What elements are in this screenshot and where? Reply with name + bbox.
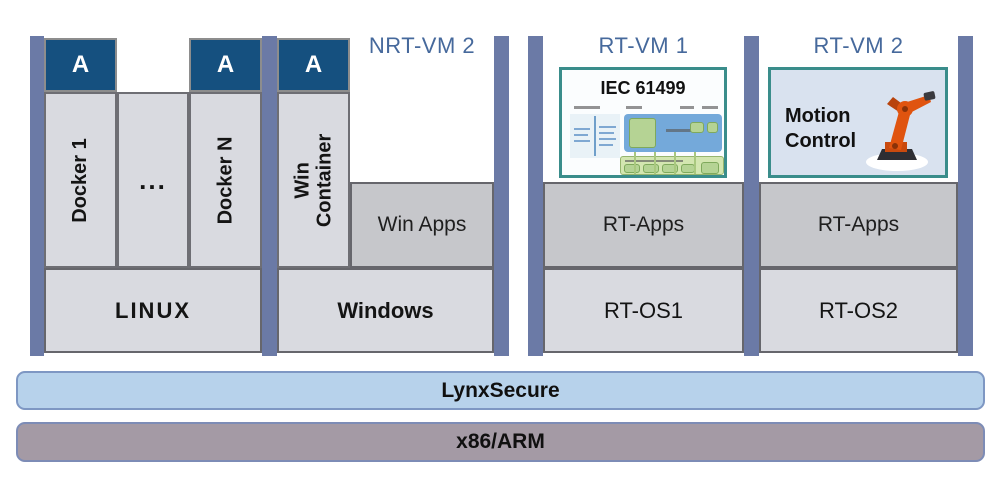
os-linux: LINUX (44, 268, 262, 353)
hypervisor-label: LynxSecure (441, 378, 560, 402)
win-apps-box: Win Apps (350, 182, 494, 268)
separator-bar-5 (744, 36, 759, 356)
container-docker1-label: Docker 1 (69, 137, 91, 223)
vm-label-text: RT-VM 2 (813, 33, 904, 58)
app-badge-label: A (216, 51, 235, 78)
app-badge-label: A (71, 51, 90, 78)
os-rt-os2: RT-OS2 (759, 268, 958, 353)
separator-bar-6 (958, 36, 973, 356)
container-docker1: Docker 1 (44, 92, 117, 268)
container-win-label: Win Container (291, 133, 336, 227)
app-badge-dockerN: A (189, 38, 262, 92)
hardware-label: x86/ARM (456, 430, 545, 453)
ellipsis-label: ... (139, 164, 167, 195)
container-win: Win Container (277, 92, 350, 268)
os-rt-os1-label: RT-OS1 (603, 297, 684, 323)
app-badge-label: A (304, 51, 323, 78)
rt-apps-label: RT-Apps (602, 213, 685, 236)
os-linux-label: LINUX (115, 297, 191, 323)
hardware-bar: x86/ARM (16, 422, 985, 462)
win-apps-label: Win Apps (377, 213, 467, 236)
separator-bar-4 (528, 36, 543, 356)
iec-runtime-panel (624, 114, 722, 152)
robot-arm-icon (855, 80, 937, 172)
os-windows: Windows (277, 268, 494, 353)
iec61499-title: IEC 61499 (600, 78, 686, 98)
rt-apps-box-2: RT-Apps (759, 182, 958, 268)
separator-bar-2 (262, 36, 277, 356)
container-ellipsis: ... (117, 92, 189, 268)
separator-bar-3 (494, 36, 509, 356)
vm-label-text: RT-VM 1 (598, 33, 689, 58)
vm-label-rt-vm2: RT-VM 2 (759, 33, 958, 58)
hypervisor-bar: LynxSecure (16, 371, 985, 410)
vm-label-nrt-vm2: NRT-VM 2 (350, 33, 494, 58)
os-rt-os1: RT-OS1 (543, 268, 744, 353)
rt-apps-label: RT-Apps (817, 213, 900, 236)
separator-bar-1 (30, 36, 44, 356)
app-badge-win-container: A (277, 38, 350, 92)
container-dockerN-label: Docker N (214, 136, 236, 224)
iec-left-panel (570, 114, 620, 158)
rt-apps-box-1: RT-Apps (543, 182, 744, 268)
motion-control-app-box: Motion Control (768, 67, 948, 178)
app-badge-docker1: A (44, 38, 117, 92)
iec61499-app-box: IEC 61499 (559, 67, 727, 178)
vm-label-rt-vm1: RT-VM 1 (543, 33, 744, 58)
iec-device-band (620, 156, 724, 175)
motion-control-title: Motion Control (785, 105, 857, 152)
container-dockerN: Docker N (189, 92, 262, 268)
os-rt-os2-label: RT-OS2 (818, 297, 899, 323)
vm-label-text: NRT-VM 2 (368, 33, 476, 58)
os-windows-label: Windows (337, 297, 434, 323)
